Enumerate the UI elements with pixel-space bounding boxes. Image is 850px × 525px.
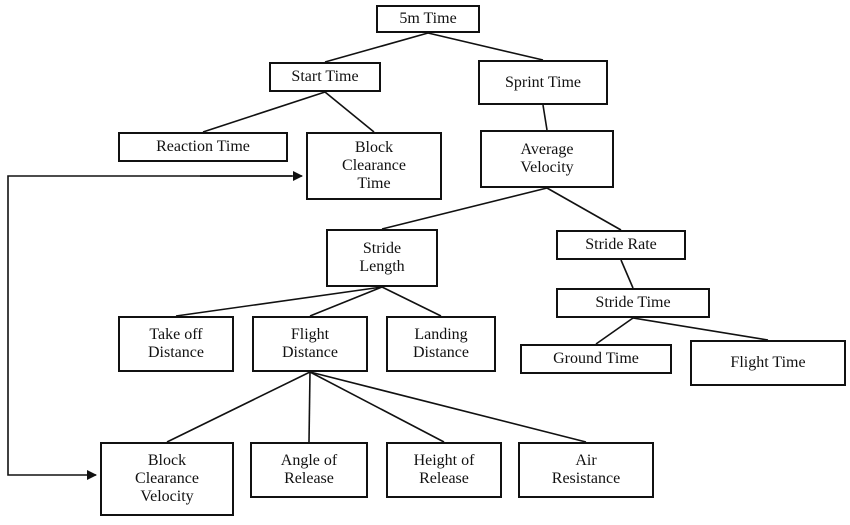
node-start-time: Start Time <box>269 62 381 92</box>
node-reaction-time: Reaction Time <box>118 132 288 162</box>
node-ground-time: Ground Time <box>520 344 672 374</box>
node-average-velocity: Average Velocity <box>480 130 614 188</box>
node-sprint-time: Sprint Time <box>478 60 608 105</box>
node-take-off-distance: Take off Distance <box>118 316 234 372</box>
edge-flight_distance-to-angle_of_release <box>308 371 311 443</box>
node-landing-distance: Landing Distance <box>386 316 496 372</box>
edge-average_velocity-to-stride_length <box>381 187 548 230</box>
edge-start_time-to-reaction_time <box>202 91 326 133</box>
edge-stride_time-to-ground_time <box>595 317 634 345</box>
edge-start_time-to-block_clearance_time <box>324 91 375 133</box>
edge-average_velocity-to-stride_rate <box>546 187 622 231</box>
edge-stride_length-to-landing_distance <box>381 286 442 317</box>
node-stride-rate: Stride Rate <box>556 230 686 260</box>
edge-five_m_time-to-start_time <box>324 32 429 63</box>
node-flight-time: Flight Time <box>690 340 846 386</box>
node-height-of-release: Height of Release <box>386 442 502 498</box>
edge-flight_distance-to-air_resistance <box>309 371 587 443</box>
edge-sprint_time-to-average_velocity <box>542 104 548 131</box>
edge-flight_distance-to-height_of_release <box>309 371 445 443</box>
node-five-m-time: 5m Time <box>376 5 480 33</box>
node-air-resistance: Air Resistance <box>518 442 654 498</box>
node-block-clearance-time: Block Clearance Time <box>306 132 442 200</box>
edge-flight_distance-to-block_clearance_velocity <box>166 371 311 443</box>
feedback-arrow <box>7 175 292 480</box>
edge-stride_time-to-flight_time <box>632 317 769 341</box>
edge-stride_rate-to-stride_time <box>620 259 634 289</box>
node-stride-length: Stride Length <box>326 229 438 287</box>
edge-stride_length-to-flight_distance <box>309 286 383 317</box>
node-block-clearance-velocity: Block Clearance Velocity <box>100 442 234 516</box>
node-flight-distance: Flight Distance <box>252 316 368 372</box>
node-stride-time: Stride Time <box>556 288 710 318</box>
edge-stride_length-to-take_off_distance <box>175 286 383 317</box>
edge-five_m_time-to-sprint_time <box>427 32 544 61</box>
node-angle-of-release: Angle of Release <box>250 442 368 498</box>
